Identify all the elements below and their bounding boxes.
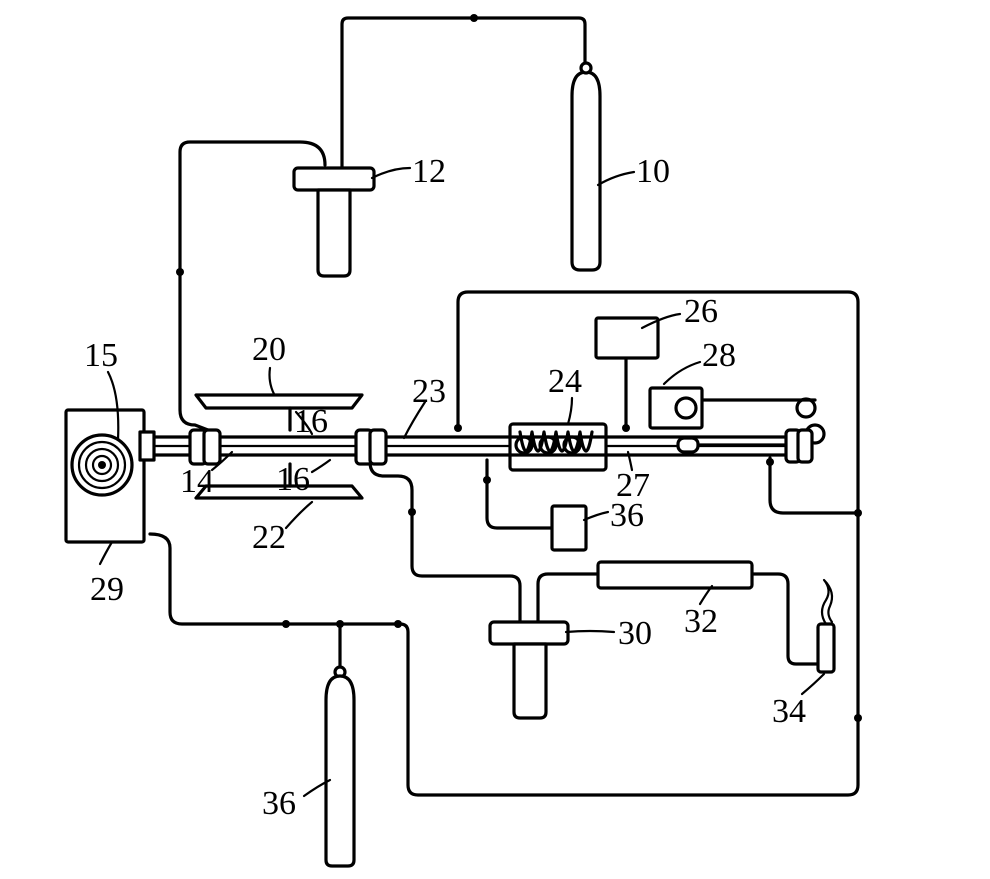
flow-regulator-12 bbox=[292, 166, 376, 278]
leader-16b bbox=[310, 458, 332, 474]
label-26: 26 bbox=[684, 293, 718, 330]
leader-24 bbox=[566, 396, 574, 426]
label-16a: 16 bbox=[294, 403, 328, 440]
leader-27 bbox=[626, 450, 634, 472]
label-36-cyl: 36 bbox=[262, 785, 296, 822]
label-27: 27 bbox=[616, 467, 650, 504]
leader-34 bbox=[800, 672, 826, 696]
line-regulator12-to-coupler bbox=[178, 140, 327, 432]
leader-15 bbox=[106, 370, 120, 442]
winder-28 bbox=[648, 386, 826, 454]
leader-22 bbox=[284, 500, 314, 530]
coupler-16 bbox=[354, 428, 388, 466]
end-coupler bbox=[784, 428, 814, 464]
heater-24 bbox=[508, 422, 608, 472]
leader-30 bbox=[564, 629, 616, 634]
coupler-14 bbox=[188, 428, 222, 466]
line-exit-to-loop bbox=[768, 456, 860, 515]
leader-23 bbox=[402, 400, 427, 440]
electrode-plate-22 bbox=[194, 462, 364, 500]
leader-12 bbox=[370, 166, 412, 180]
label-10: 10 bbox=[636, 153, 670, 190]
label-32: 32 bbox=[684, 603, 718, 640]
sensor-box-36 bbox=[550, 504, 588, 552]
label-24: 24 bbox=[548, 363, 582, 400]
trap-tube-32 bbox=[596, 560, 754, 590]
line-tube32-to-bubbler34 bbox=[750, 572, 820, 666]
burner-34 bbox=[816, 578, 836, 674]
leader-28 bbox=[662, 360, 702, 386]
label-20: 20 bbox=[252, 331, 286, 368]
line-right-return bbox=[398, 511, 860, 797]
flow-regulator-30 bbox=[488, 620, 570, 720]
leader-32 bbox=[698, 584, 714, 606]
gas-cylinder-10 bbox=[570, 61, 602, 272]
line-chamber29-to-cylinder36 bbox=[148, 532, 402, 626]
label-34: 34 bbox=[772, 693, 806, 730]
line-sensor36-to-tube bbox=[485, 458, 554, 530]
label-15: 15 bbox=[84, 337, 118, 374]
leader-10 bbox=[596, 170, 636, 187]
leader-36-box bbox=[582, 510, 610, 522]
label-16b: 16 bbox=[276, 461, 310, 498]
label-22: 22 bbox=[252, 519, 286, 556]
label-36-box: 36 bbox=[610, 497, 644, 534]
gas-lines bbox=[148, 16, 860, 797]
leader-36-cyl bbox=[302, 778, 332, 798]
line-coupler-to-regulator30 bbox=[368, 460, 522, 624]
label-29: 29 bbox=[90, 571, 124, 608]
leader-20 bbox=[268, 366, 276, 396]
electrode-plate-20 bbox=[194, 393, 364, 436]
leader-14 bbox=[210, 450, 234, 472]
label-30: 30 bbox=[618, 615, 652, 652]
reference-labels: 10 12 15 20 16 14 16 22 23 24 26 28 27 3… bbox=[84, 153, 806, 822]
junction-dots bbox=[176, 14, 862, 722]
label-28: 28 bbox=[702, 337, 736, 374]
leader-29 bbox=[98, 540, 114, 566]
label-14: 14 bbox=[180, 463, 214, 500]
label-12: 12 bbox=[412, 153, 446, 190]
line-regulator30-to-tube32 bbox=[536, 572, 600, 624]
label-23: 23 bbox=[412, 373, 446, 410]
supply-chamber-29 bbox=[64, 408, 156, 544]
leader-lines bbox=[98, 166, 826, 798]
line-top-loop bbox=[456, 290, 860, 515]
gas-cylinder-36 bbox=[324, 665, 356, 868]
line-cylinder10-to-regulator12 bbox=[340, 16, 587, 172]
leader-26 bbox=[640, 312, 682, 330]
